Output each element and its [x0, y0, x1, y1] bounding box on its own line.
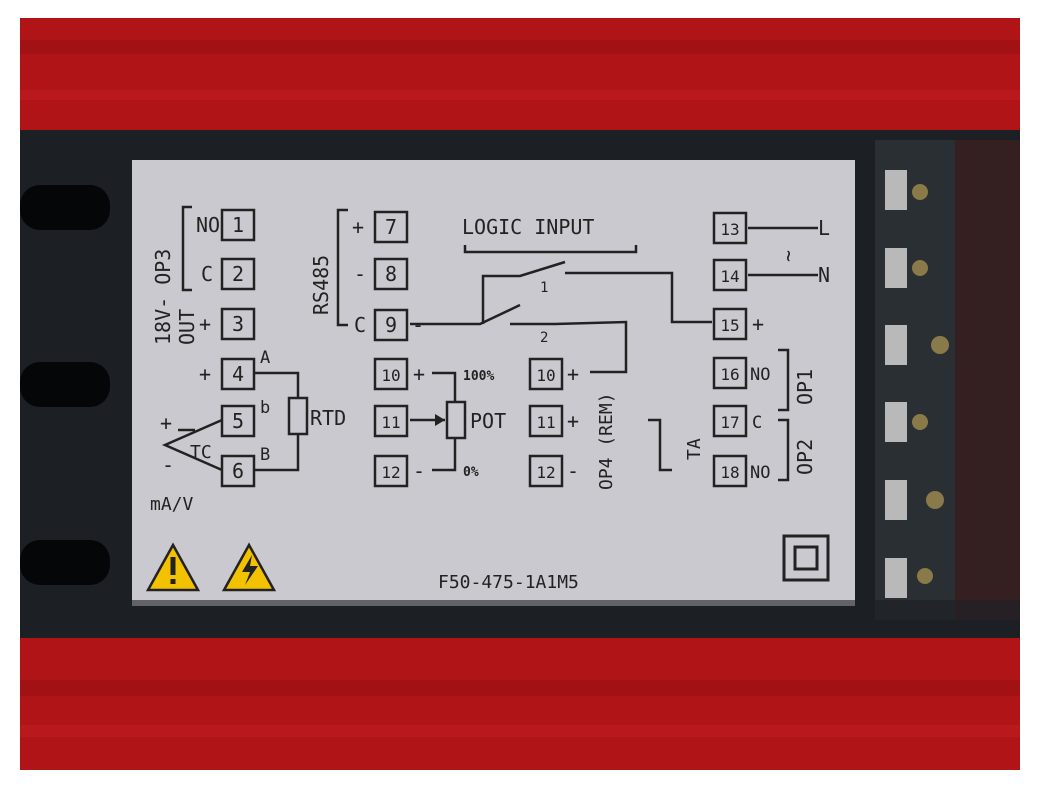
- op2-label: OP2: [793, 439, 817, 475]
- c-label-op1: C: [752, 413, 762, 433]
- logic-input-label: LOGIC INPUT: [462, 215, 594, 239]
- terminal-2: 2: [232, 262, 244, 286]
- model-number: F50-475-1A1M5: [438, 572, 579, 593]
- b-label: B: [260, 445, 270, 465]
- terminal-11: 11: [381, 413, 400, 432]
- plus-10: +: [413, 362, 425, 386]
- pct100-label: 100%: [463, 369, 494, 384]
- tc-plus: +: [160, 411, 172, 435]
- switch-1-label: 1: [540, 280, 548, 296]
- op3-title: 18V- OP3: [151, 249, 175, 345]
- terminal-13: 13: [720, 220, 739, 239]
- double-insulation-icon: [782, 534, 830, 582]
- ta-label: TA: [684, 438, 705, 460]
- a-label: A: [260, 348, 270, 368]
- ma-v-label: mA/V: [150, 494, 194, 515]
- terminal-14: 14: [720, 267, 739, 286]
- minus-9: -: [412, 313, 424, 337]
- out-label: OUT: [175, 309, 199, 345]
- op4-rem-label: OP4 (REM): [596, 392, 617, 490]
- tilde-label: ~: [776, 250, 800, 262]
- terminal-10: 10: [381, 366, 400, 385]
- terminal-1: 1: [232, 213, 244, 237]
- terminal-10b: 10: [536, 366, 555, 385]
- tc-label: TC: [190, 442, 212, 463]
- plus-label-4: +: [199, 362, 211, 386]
- terminal-11b: 11: [536, 413, 555, 432]
- rs485-label: RS485: [309, 255, 333, 315]
- c-label-op3: C: [201, 262, 213, 286]
- op1-label: OP1: [793, 369, 817, 405]
- warning-icon: [145, 542, 201, 592]
- rs485-c: C: [354, 313, 366, 337]
- switch-2-label: 2: [540, 330, 548, 346]
- terminal-block: [875, 140, 1020, 620]
- plus-11b: +: [567, 409, 579, 433]
- high-voltage-icon: [221, 542, 277, 592]
- no-label-op1: NO: [750, 365, 770, 385]
- l-label: L: [818, 216, 830, 240]
- pct0-label: 0%: [463, 465, 479, 480]
- rs485-minus: -: [354, 262, 366, 286]
- n-label: N: [818, 263, 830, 287]
- terminal-5: 5: [232, 409, 244, 433]
- terminal-9: 9: [385, 313, 397, 337]
- terminal-6: 6: [232, 459, 244, 483]
- b-small-label: b: [260, 398, 270, 418]
- terminal-17: 17: [720, 413, 739, 432]
- no-label-op2: NO: [750, 463, 770, 483]
- rtd-label: RTD: [310, 406, 346, 430]
- terminal-16: 16: [720, 365, 739, 384]
- terminal-15: 15: [720, 316, 739, 335]
- pot-label: POT: [470, 409, 506, 433]
- terminal-4: 4: [232, 362, 244, 386]
- terminal-3: 3: [232, 312, 244, 336]
- terminal-18: 18: [720, 463, 739, 482]
- minus-12b: -: [567, 459, 579, 483]
- plus-15: +: [752, 312, 764, 336]
- rs485-plus: +: [352, 215, 364, 239]
- terminal-8: 8: [385, 262, 397, 286]
- terminal-12b: 12: [536, 463, 555, 482]
- plus-label-3: +: [199, 312, 211, 336]
- no-label-op3: NO: [196, 213, 220, 237]
- tc-minus: -: [162, 453, 174, 477]
- plus-10b: +: [567, 362, 579, 386]
- terminal-12: 12: [381, 463, 400, 482]
- minus-12: -: [413, 459, 425, 483]
- terminal-7: 7: [385, 215, 397, 239]
